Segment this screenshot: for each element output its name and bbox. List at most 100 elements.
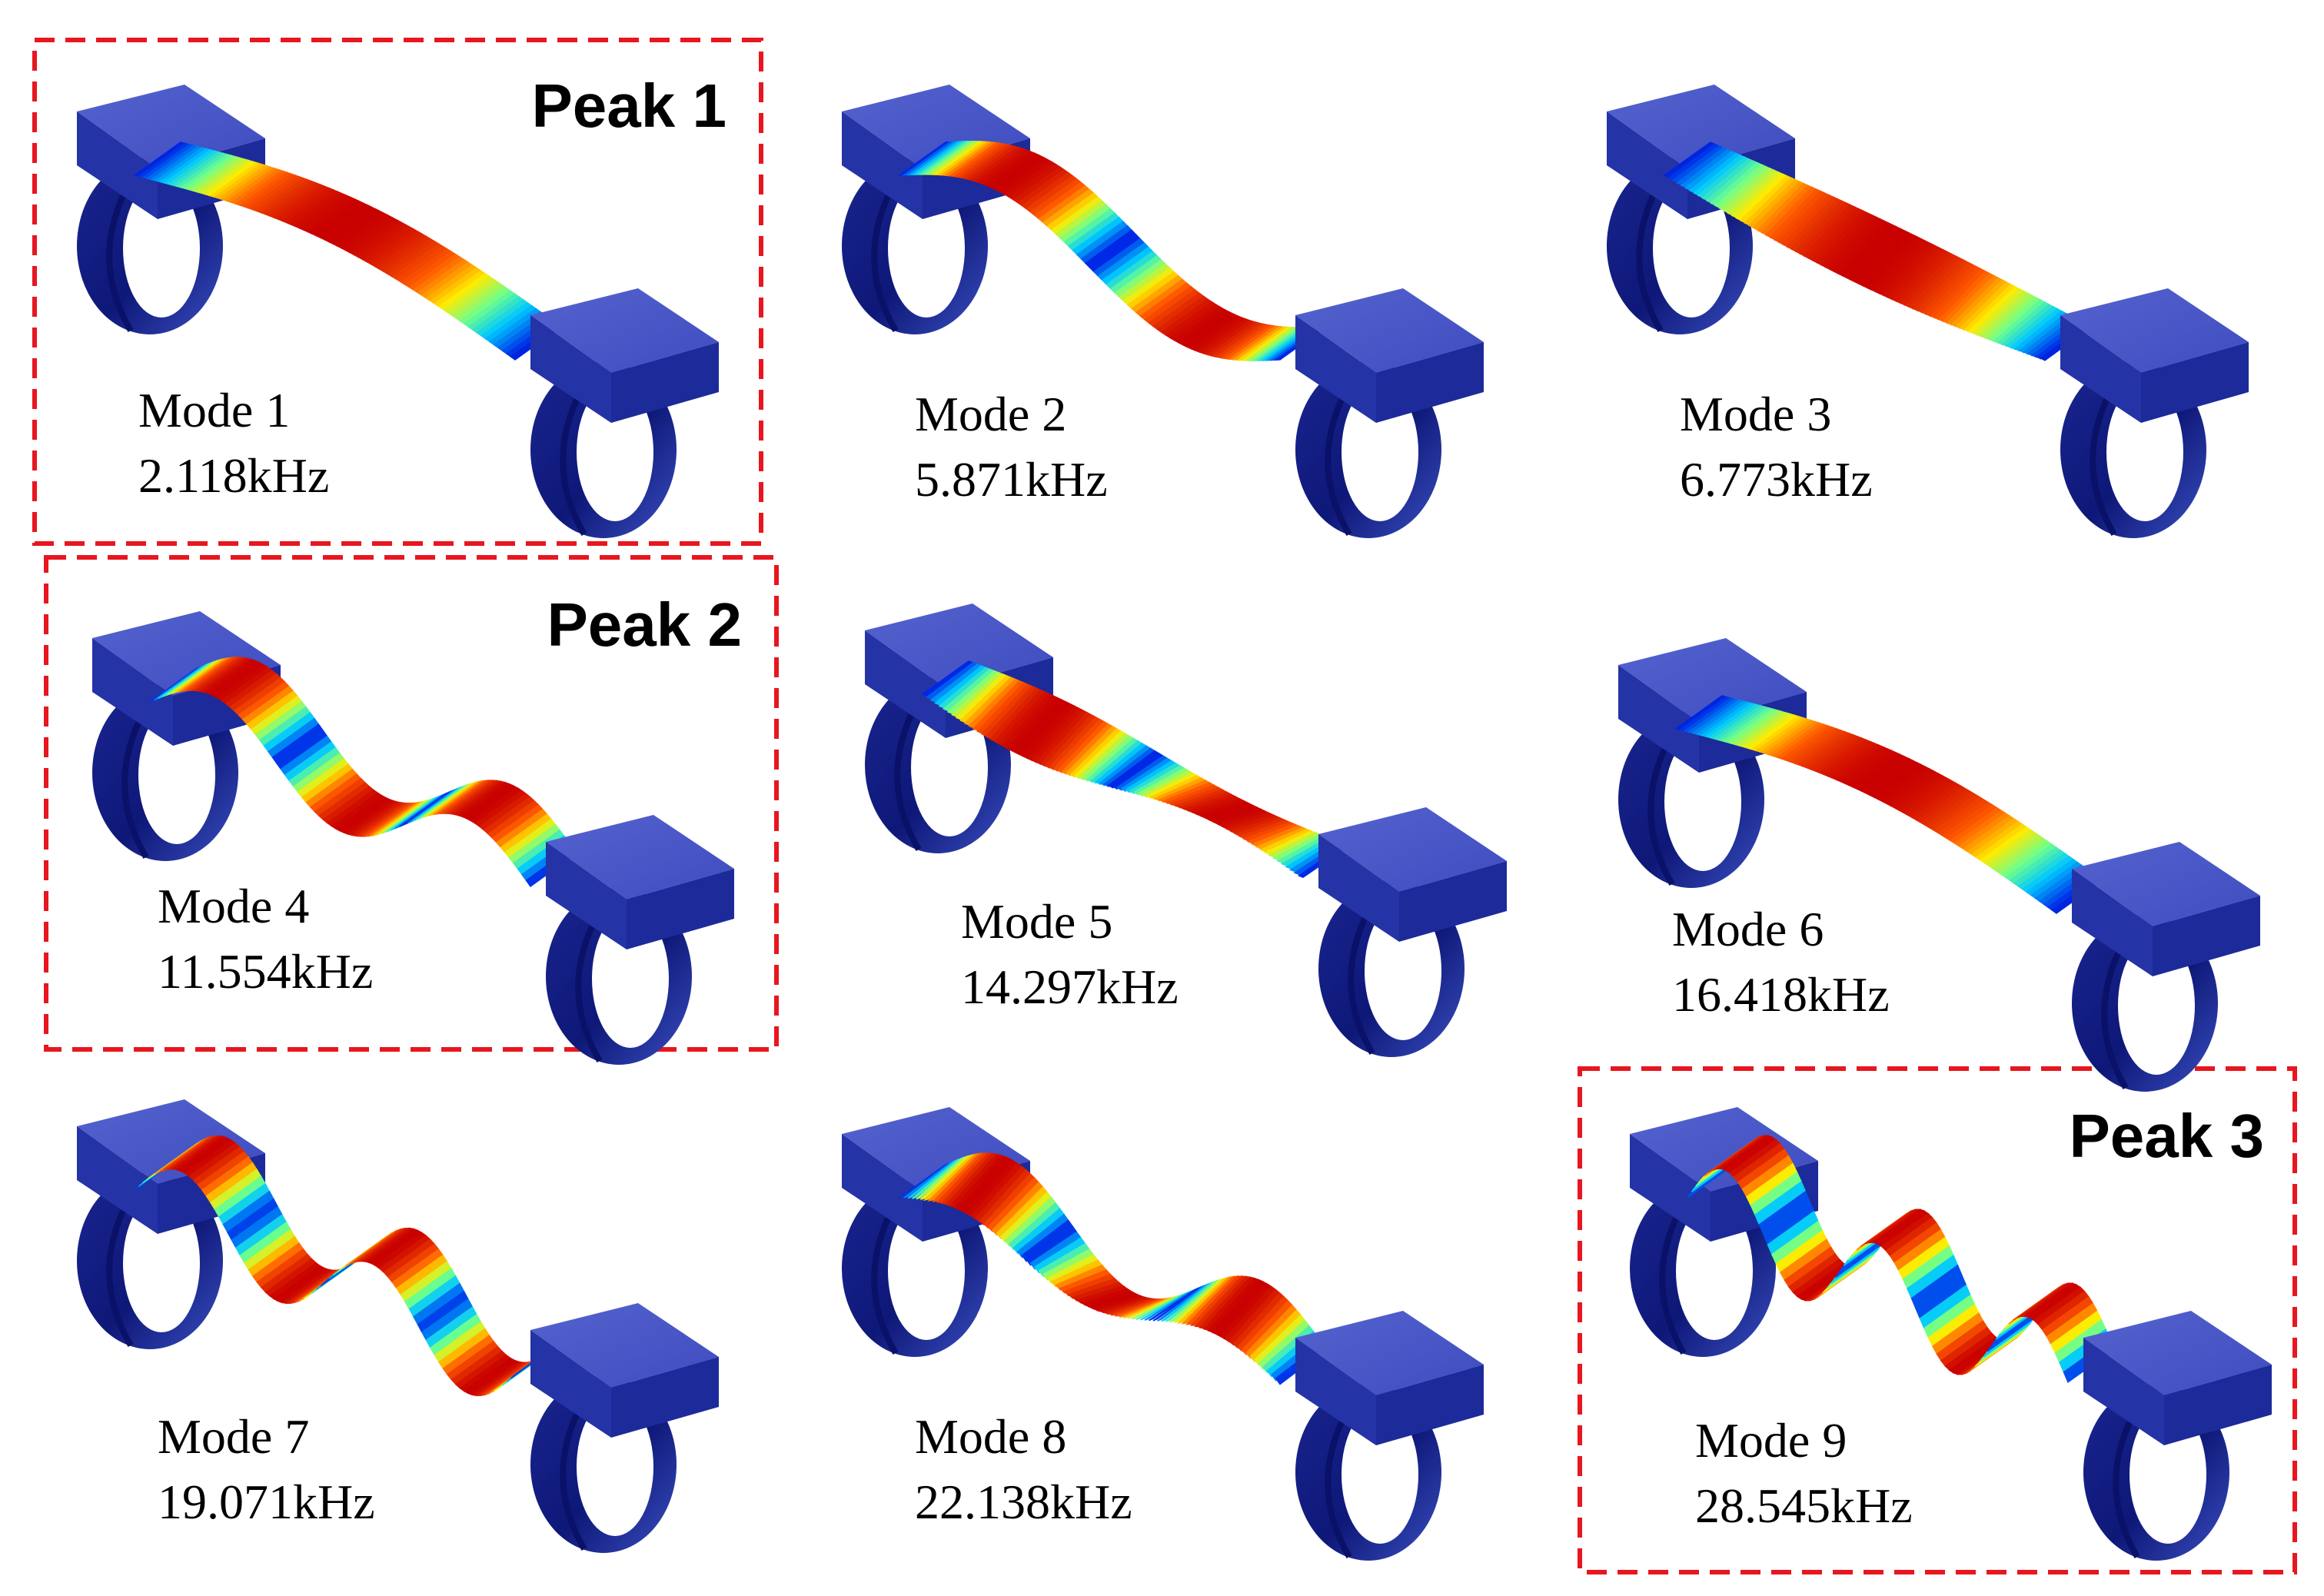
peak-label: Peak 1	[531, 71, 726, 140]
beam-segment	[1073, 730, 1126, 780]
support-block-side	[1376, 342, 1484, 423]
support-block-side	[611, 1357, 719, 1438]
support-block-front	[546, 842, 627, 949]
beam-segment	[1033, 1237, 1086, 1274]
beam-segment	[1124, 760, 1177, 793]
beam-segment	[1016, 1213, 1069, 1259]
mode-frequency: 14.297kHz	[961, 959, 1179, 1014]
mode-frequency: 6.773kHz	[1680, 452, 1873, 507]
ring-hole	[1342, 1405, 1418, 1544]
ring-shadow	[560, 398, 587, 537]
support-block-top	[530, 288, 719, 373]
beam-segment	[963, 677, 1016, 726]
ring-hole	[138, 706, 215, 844]
ring-hole	[577, 383, 653, 521]
beam-segment	[1238, 820, 1292, 840]
support-block-top	[1607, 85, 1795, 169]
beam-segment	[1050, 1259, 1103, 1288]
support-block-front	[530, 1330, 611, 1438]
support-block-front	[865, 630, 946, 738]
ring-shadow	[2090, 398, 2117, 537]
support-block-top	[1318, 807, 1507, 892]
ring-shadow	[560, 1413, 587, 1551]
beam-segment	[929, 663, 983, 703]
ring-hole	[592, 909, 669, 1048]
ring-hole	[1664, 733, 1741, 871]
support-block-side	[1399, 861, 1507, 942]
beam-segment	[1115, 755, 1169, 791]
ring-hole	[1653, 179, 1730, 318]
beam-segment	[2010, 308, 2063, 351]
beam-segment	[987, 1177, 1040, 1232]
support-block-front	[77, 1126, 158, 1234]
support-block-top	[2060, 288, 2249, 373]
beam-segment	[940, 1152, 994, 1205]
mode-panel-2: Mode 25.871kHz	[842, 85, 1484, 538]
support-block-front	[1618, 665, 1699, 773]
beam-segment	[968, 678, 1021, 729]
beam-segment	[1012, 1208, 1066, 1255]
beam-segment	[1071, 1282, 1125, 1302]
beam-segment	[1249, 1309, 1302, 1363]
beam-segment	[1063, 1273, 1116, 1297]
ring-hole	[888, 1202, 965, 1340]
mode-label: Mode 9	[1695, 1413, 1847, 1468]
support-block-front	[1295, 315, 1376, 423]
beam-segment	[1158, 780, 1212, 803]
mode-label: Mode 6	[1672, 902, 1824, 956]
beam-segment	[1153, 777, 1207, 802]
beam-segment	[1061, 723, 1114, 775]
support-block-front	[92, 638, 173, 746]
ring-shadow	[2113, 1421, 2140, 1559]
support-block-front	[842, 111, 923, 219]
ring-shadow	[1659, 1217, 1687, 1355]
beam-segment	[979, 1169, 1032, 1226]
mode-label: Mode 7	[158, 1409, 309, 1464]
beam-segment	[932, 1152, 986, 1202]
mode-frequency: 22.138kHz	[915, 1475, 1132, 1529]
beam-segment	[1132, 765, 1186, 796]
support-block-front	[530, 315, 611, 423]
beam-segment	[1095, 743, 1148, 786]
beam-segment	[1189, 1275, 1243, 1326]
ring-shadow	[1636, 195, 1664, 333]
ring-hole	[123, 179, 200, 318]
support-block-top	[77, 85, 265, 169]
beam-segment	[1112, 753, 1165, 790]
peak-highlight-box	[44, 555, 779, 1052]
beam-segment	[1136, 767, 1190, 796]
ring-shadow	[121, 721, 149, 860]
support-block-top	[1295, 1311, 1484, 1395]
support-block-top	[2083, 1311, 2272, 1395]
peak-label: Peak 2	[547, 590, 742, 659]
beam-segment	[1253, 1314, 1306, 1366]
ring-shadow	[575, 925, 603, 1063]
beam-segment	[1052, 718, 1105, 772]
beam-segment	[1170, 786, 1224, 807]
ring-hole	[1342, 383, 1418, 521]
mode-frequency: 11.554kHz	[158, 944, 373, 999]
beam-segment	[1107, 750, 1160, 789]
beam-segment	[919, 1155, 972, 1200]
mode-frequency: 28.545kHz	[1695, 1478, 1913, 1533]
beam-segment	[999, 1191, 1052, 1243]
ring-hole	[1365, 902, 1441, 1040]
beam-segment	[921, 660, 975, 697]
support-block-side	[627, 869, 734, 949]
beam-segment	[936, 1152, 989, 1203]
beam-segment	[1176, 1276, 1231, 1325]
beam-segment	[1120, 757, 1173, 792]
support-block-top	[1295, 288, 1484, 373]
mode-label: Mode 5	[961, 894, 1112, 949]
beam-segment	[982, 1172, 1036, 1229]
beam-segment	[1162, 782, 1215, 804]
support-block-top	[1618, 638, 1807, 723]
ring-shadow	[1647, 748, 1675, 886]
beam-segment	[2014, 310, 2067, 352]
ring-hole	[2106, 383, 2183, 521]
mode-panel-5: Mode 5 14.297kHz	[865, 603, 1507, 1057]
beam-segment	[1099, 745, 1152, 786]
beam-segment	[946, 670, 999, 714]
mode-panel-4: Mode 411.554kHz	[92, 611, 734, 1065]
beam-segment	[1268, 832, 1322, 858]
